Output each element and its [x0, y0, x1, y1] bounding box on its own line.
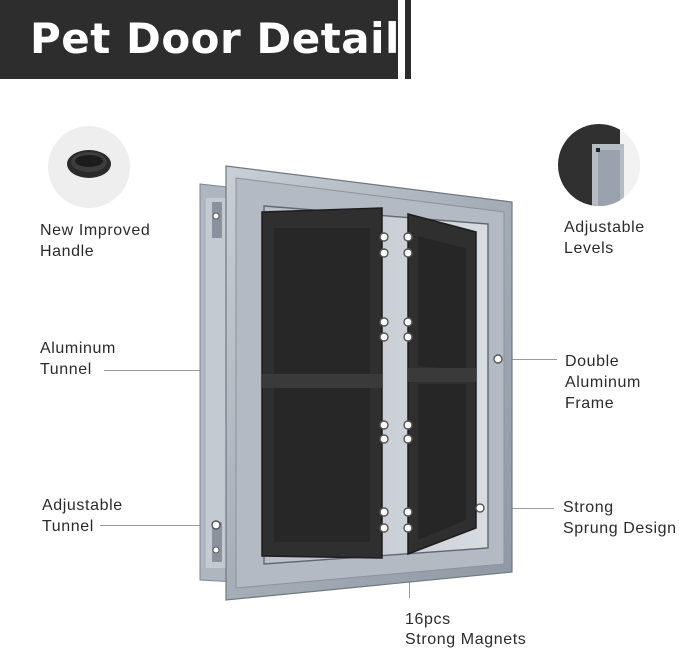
page-title: Pet Door Detail [30, 14, 400, 63]
leader-sprung [484, 508, 554, 509]
leader-frame [502, 359, 557, 360]
label-adjustable-tunnel: Adjustable Tunnel [42, 497, 123, 535]
label-frame: Double Aluminum Frame [565, 353, 641, 412]
magnet-dots [379, 232, 413, 533]
level-corner-icon [558, 124, 640, 206]
sprung-dot [475, 503, 485, 513]
label-levels: Adjustable Levels [564, 219, 645, 257]
handle-thumbnail [48, 126, 130, 208]
label-handle: New Improved Handle [40, 222, 151, 260]
label-sprung: Strong Sprung Design [563, 499, 677, 537]
frame-dot [493, 354, 503, 364]
levels-thumbnail [558, 124, 640, 206]
leader-adjustable-tunnel [100, 525, 214, 526]
leader-aluminum-tunnel [104, 370, 226, 371]
tunnel-inner [206, 198, 226, 568]
title-banner: Pet Door Detail [0, 0, 400, 79]
label-magnets: 16pcs Strong Magnets [405, 611, 527, 648]
handle-icon [67, 150, 111, 178]
pet-door-illustration [199, 165, 513, 601]
label-aluminum-tunnel: Aluminum Tunnel [40, 340, 116, 378]
title-accent-bar [405, 0, 411, 79]
tunnel-dot [211, 520, 221, 530]
